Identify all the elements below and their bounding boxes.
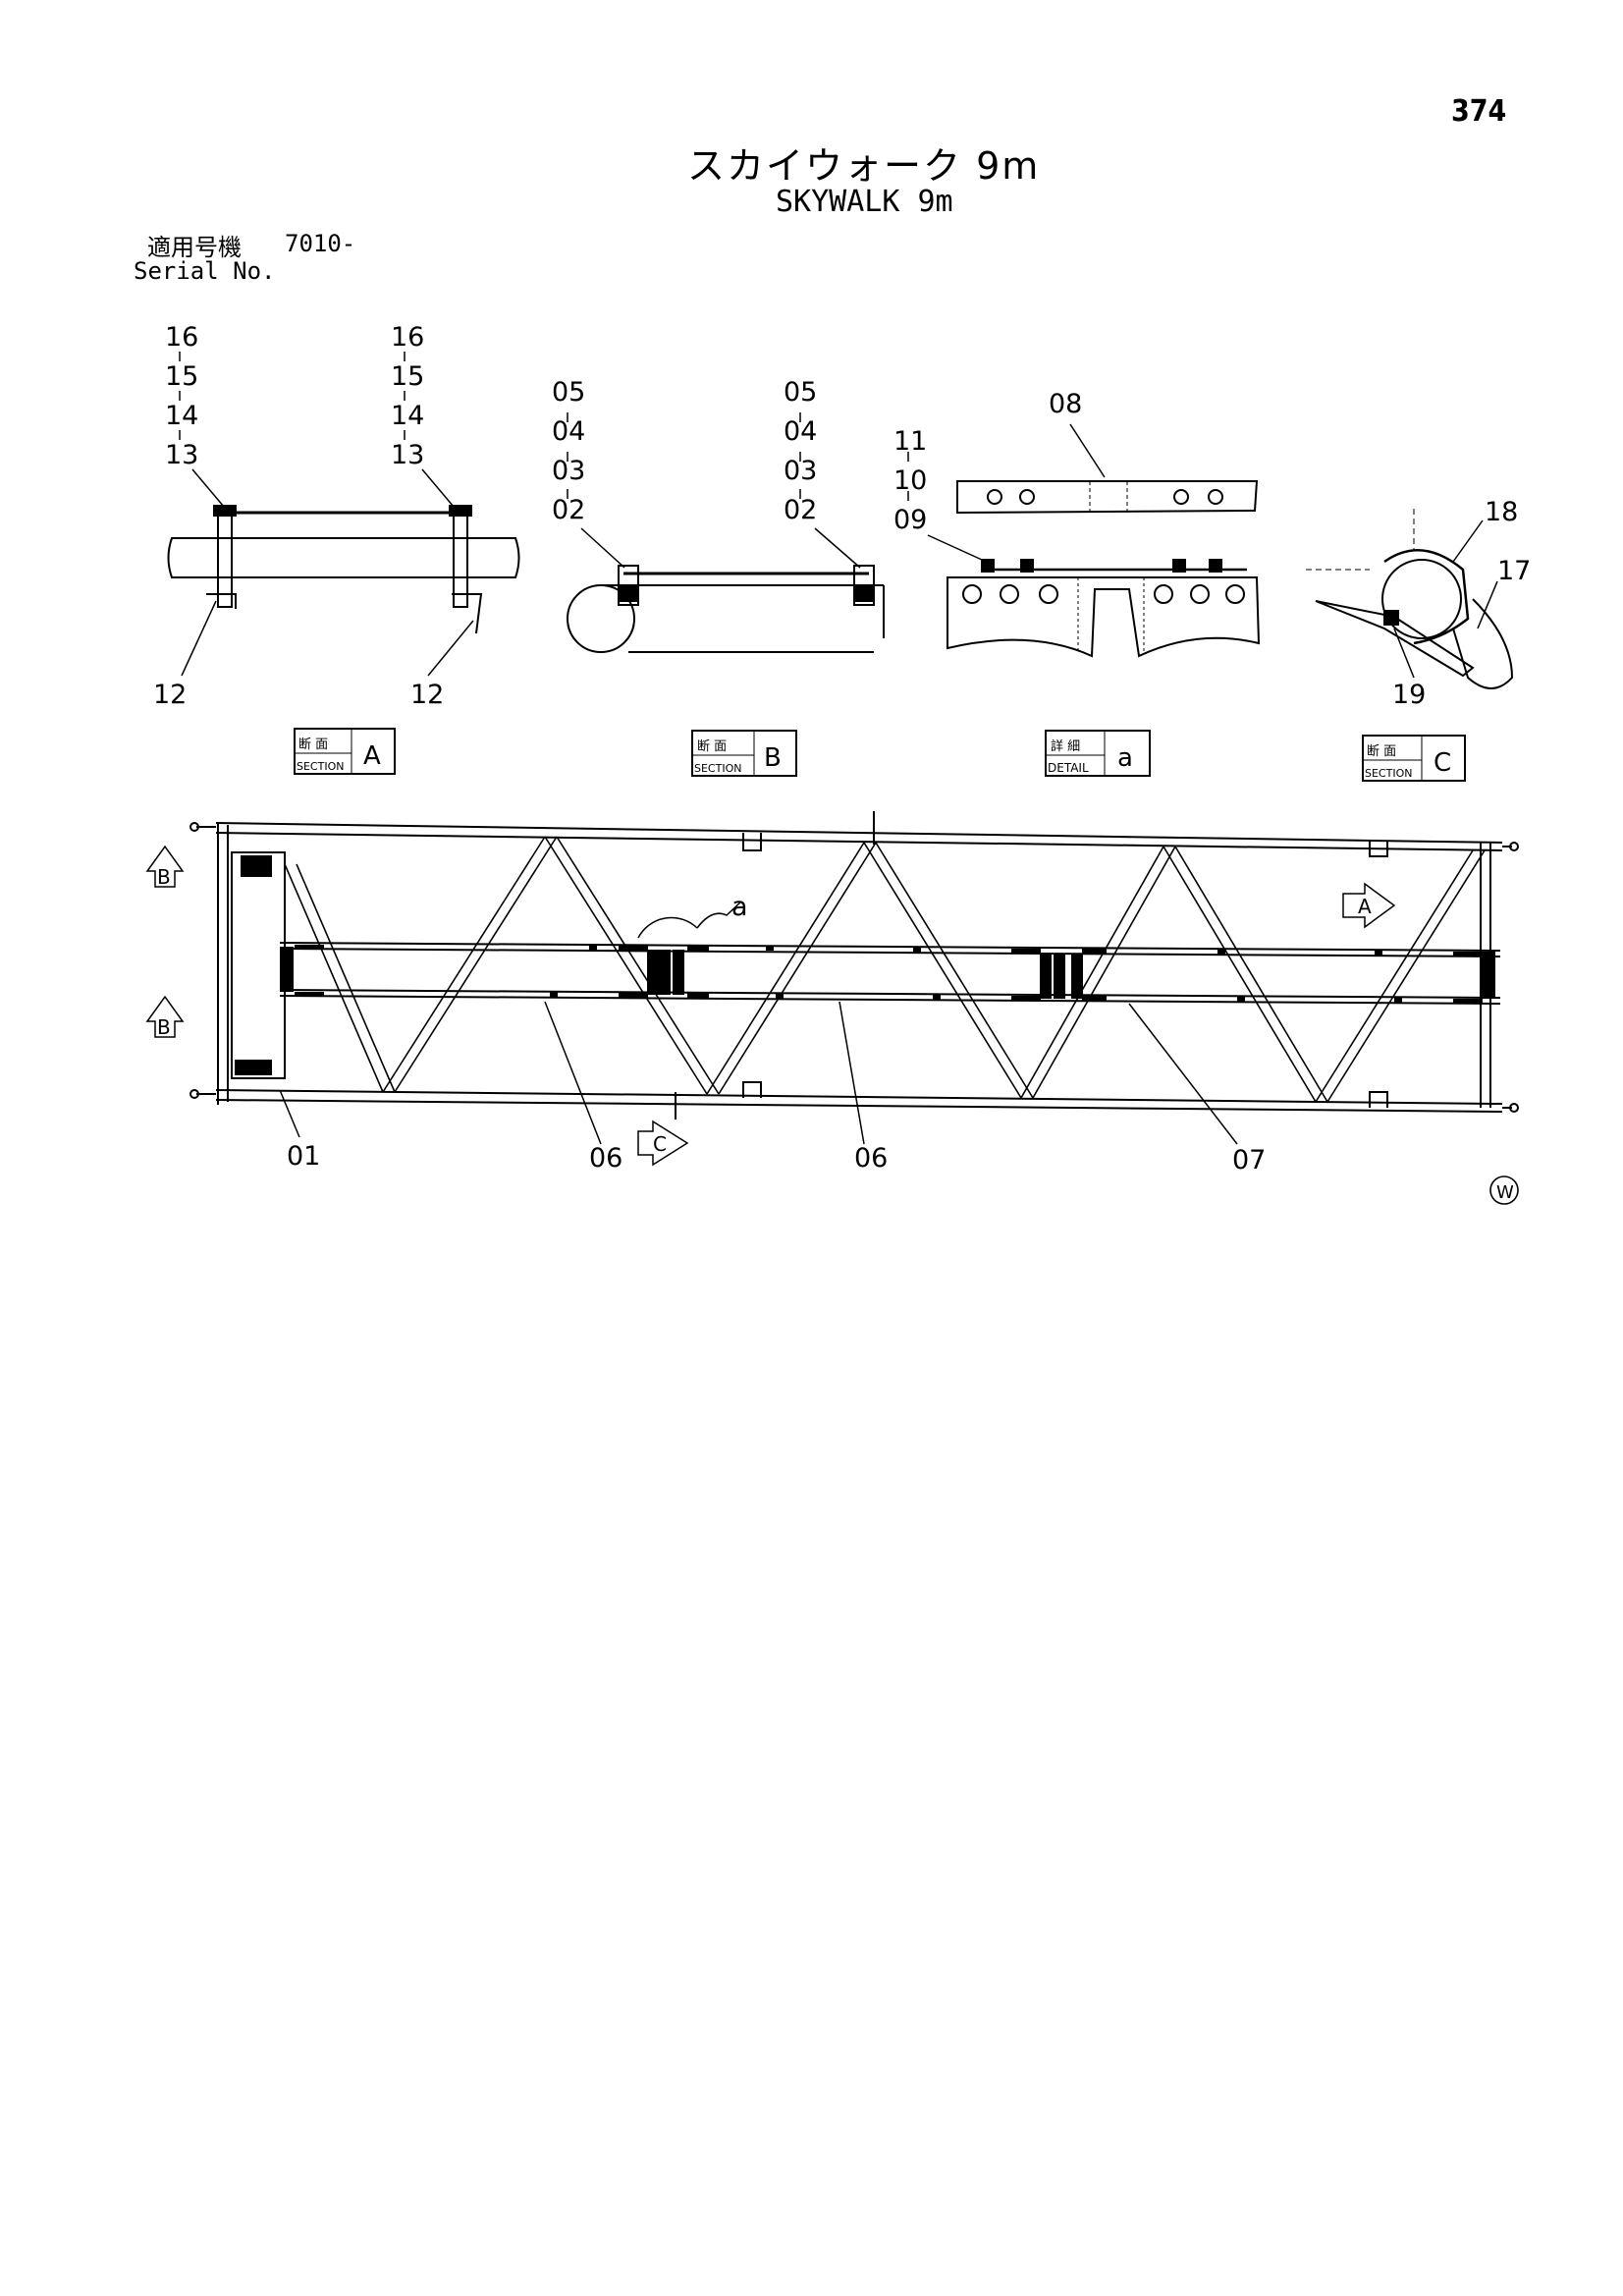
page-number: 374 (1451, 94, 1507, 129)
callout-15-left: 15 (165, 361, 198, 392)
detail-a-jp: 詳 細 (1051, 738, 1080, 754)
callout-18: 18 (1485, 497, 1518, 527)
section-c-label (1362, 735, 1466, 782)
section-c-jp: 断 面 (1367, 744, 1396, 759)
callout-02-left: 02 (552, 495, 585, 525)
callout-10: 10 (893, 465, 927, 496)
section-b-label (691, 730, 797, 777)
detail-a-en: DETAIL (1048, 761, 1089, 775)
detail-a-label (1045, 730, 1151, 777)
callout-06-left: 06 (589, 1143, 622, 1174)
section-c-en: SECTION (1365, 767, 1412, 780)
watermark-circle (1489, 1175, 1519, 1205)
title-english: SKYWALK 9m (776, 185, 953, 219)
callout-15-right: 15 (391, 361, 424, 392)
callout-11: 11 (893, 426, 927, 457)
arrow-b-top-letter: B (157, 865, 171, 889)
section-b-letter: B (764, 743, 782, 773)
detail-a-letter: a (1117, 743, 1133, 773)
callout-03-right: 03 (784, 456, 817, 486)
section-c-drawing (1306, 509, 1514, 689)
watermark-letter: W (1496, 1182, 1514, 1203)
callout-14-left: 14 (165, 401, 198, 431)
callout-13-left: 13 (165, 440, 198, 470)
callout-07: 07 (1232, 1145, 1266, 1175)
callout-04-left: 04 (552, 416, 585, 447)
section-b-jp: 断 面 (697, 739, 727, 754)
title-japanese: スカイウォーク 9m (687, 144, 1041, 188)
callout-05-left: 05 (552, 377, 585, 408)
arrow-c-letter: C (653, 1132, 667, 1156)
callout-13-right: 13 (391, 440, 424, 470)
callout-01: 01 (287, 1141, 320, 1172)
callout-09: 09 (893, 505, 927, 535)
skywalk-plan-view (145, 811, 1519, 1167)
callout-03-left: 03 (552, 456, 585, 486)
callout-02-right: 02 (784, 495, 817, 525)
section-a-drawing (167, 352, 520, 677)
callout-08: 08 (1049, 389, 1082, 419)
section-b-en: SECTION (694, 762, 741, 775)
callout-04-right: 04 (784, 416, 817, 447)
callout-detail-a: a (731, 892, 748, 922)
arrow-a-letter: A (1358, 895, 1372, 918)
callout-05-right: 05 (784, 377, 817, 408)
section-c-letter: C (1434, 748, 1451, 778)
serial-value: 7010- (285, 230, 356, 257)
callout-16-left: 16 (165, 322, 198, 353)
callout-19: 19 (1392, 680, 1426, 710)
callout-12-right: 12 (410, 680, 444, 710)
arrow-b-bottom-letter: B (157, 1015, 171, 1039)
serial-label-english: Serial No. (134, 257, 276, 285)
callout-12-left: 12 (153, 680, 187, 710)
detail-a-drawing (907, 423, 1261, 658)
serial-label-japanese: 適用号機 (147, 234, 242, 261)
callout-17: 17 (1497, 556, 1531, 586)
section-a-label (294, 728, 396, 775)
callout-14-right: 14 (391, 401, 424, 431)
section-a-letter: A (363, 741, 381, 771)
callout-16-right: 16 (391, 322, 424, 353)
section-b-drawing (567, 412, 885, 653)
section-a-en: SECTION (297, 760, 344, 773)
section-a-jp: 断 面 (298, 738, 328, 752)
callout-06-right: 06 (854, 1143, 888, 1174)
